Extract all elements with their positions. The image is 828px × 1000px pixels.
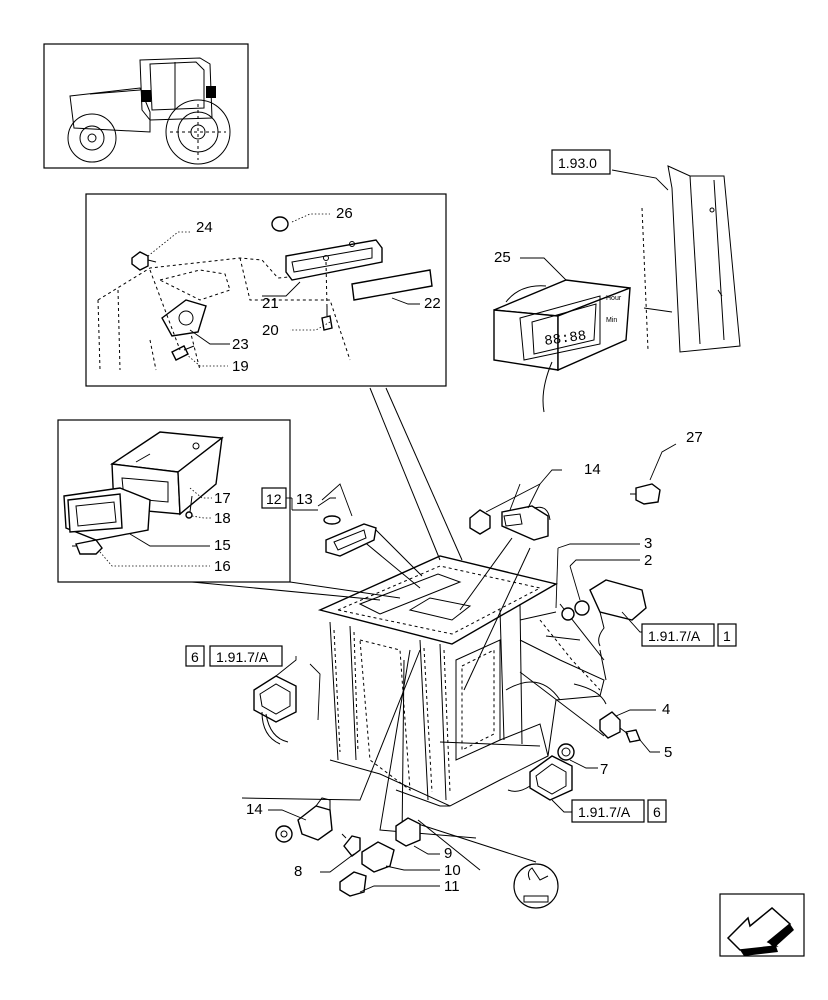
part-16-bulb	[72, 539, 103, 555]
label-part-9[interactable]: 9	[444, 845, 452, 862]
label-part-7[interactable]: 7	[600, 761, 608, 778]
side-lamp-left	[253, 656, 321, 745]
label-part-3[interactable]: 3	[644, 535, 652, 552]
label-part-22[interactable]: 22	[424, 295, 441, 312]
label-part-17[interactable]: 17	[214, 490, 231, 507]
ref-1-93-0-code: 1.93.0	[558, 155, 597, 171]
label-part-19[interactable]: 19	[232, 358, 249, 375]
part-14-upper-socket	[469, 469, 562, 541]
part-12-number: 12	[266, 491, 282, 507]
label-part-24[interactable]: 24	[196, 219, 213, 236]
part-24-clip	[131, 251, 157, 271]
ref-1-91-7a-6-right-index: 6	[653, 804, 661, 820]
callout-lines	[191, 387, 607, 871]
ref-1-91-7a-6-left-index: 6	[191, 649, 199, 665]
detail-box-top	[85, 193, 447, 387]
part-labels: 2 3 4 5 7 8 9 10 11 13 14 14 15 16 17 18…	[196, 205, 703, 895]
ref-1-91-7a-6-left-code: 1.91.7/A	[216, 649, 269, 665]
label-part-16[interactable]: 16	[214, 558, 231, 575]
ref-1-91-7a-6-right-code: 1.91.7/A	[578, 804, 631, 820]
part-20-screw	[321, 306, 333, 331]
detail-box-left	[57, 419, 291, 583]
side-lamp-bottom-right	[507, 755, 574, 813]
label-part-14-lower[interactable]: 14	[246, 801, 263, 818]
part-23-bracket	[161, 299, 207, 337]
part-21-frame	[285, 239, 383, 281]
part-13-lamp	[317, 483, 377, 557]
ref-1-91-7a-1[interactable]: 1.91.7/A 1	[641, 623, 737, 647]
label-part-15[interactable]: 15	[214, 537, 231, 554]
label-part-14-upper[interactable]: 14	[584, 461, 601, 478]
label-part-13[interactable]: 13	[296, 491, 313, 508]
part-14-lower-socket	[268, 797, 333, 843]
label-part-11[interactable]: 11	[444, 878, 460, 895]
part-4-5-holder	[599, 709, 660, 753]
ref-1-91-7a-6-left[interactable]: 6 1.91.7/A	[185, 645, 283, 667]
part-22-lens	[351, 269, 433, 301]
ref-1-93-0[interactable]: 1.93.0	[551, 149, 611, 175]
part-18-screw	[185, 495, 193, 519]
label-part-21[interactable]: 21	[262, 295, 279, 312]
label-part-23[interactable]: 23	[232, 336, 249, 353]
label-part-25[interactable]: 25	[494, 249, 511, 266]
label-part-18[interactable]: 18	[214, 510, 231, 527]
part-15-lamp	[63, 487, 151, 541]
part-7-grommet	[557, 743, 598, 769]
parts-8-11-bulbs	[320, 817, 440, 897]
part-19-screw	[171, 345, 195, 361]
clock-display: 88:88	[544, 328, 588, 350]
part-25-clock: 88:88 Hour Min	[493, 257, 631, 413]
tractor-thumbnail	[43, 43, 249, 169]
part-12-box[interactable]: 12	[261, 487, 318, 511]
cab-assembly	[317, 555, 607, 807]
wrench-symbol	[513, 863, 559, 909]
label-part-10[interactable]: 10	[444, 862, 461, 879]
clock-min-label: Min	[606, 317, 617, 324]
label-part-26[interactable]: 26	[336, 205, 353, 222]
label-part-20[interactable]: 20	[262, 322, 279, 339]
label-part-2[interactable]: 2	[644, 552, 652, 569]
ref-1-91-7a-1-index: 1	[723, 628, 731, 644]
clock-hour-label: Hour	[606, 295, 622, 302]
label-part-27[interactable]: 27	[686, 429, 703, 446]
part-2-3-side-lamp	[555, 543, 662, 647]
navigation-arrow[interactable]	[719, 893, 805, 957]
part-26-cap	[271, 216, 289, 232]
wall-section-right	[611, 165, 741, 353]
ref-1-91-7a-1-code: 1.91.7/A	[648, 628, 701, 644]
part-27-bulb	[630, 443, 677, 505]
label-part-4[interactable]: 4	[662, 701, 670, 718]
ref-1-91-7a-6-right[interactable]: 1.91.7/A 6	[571, 799, 667, 823]
label-part-5[interactable]: 5	[664, 744, 672, 761]
label-part-8[interactable]: 8	[294, 863, 302, 880]
